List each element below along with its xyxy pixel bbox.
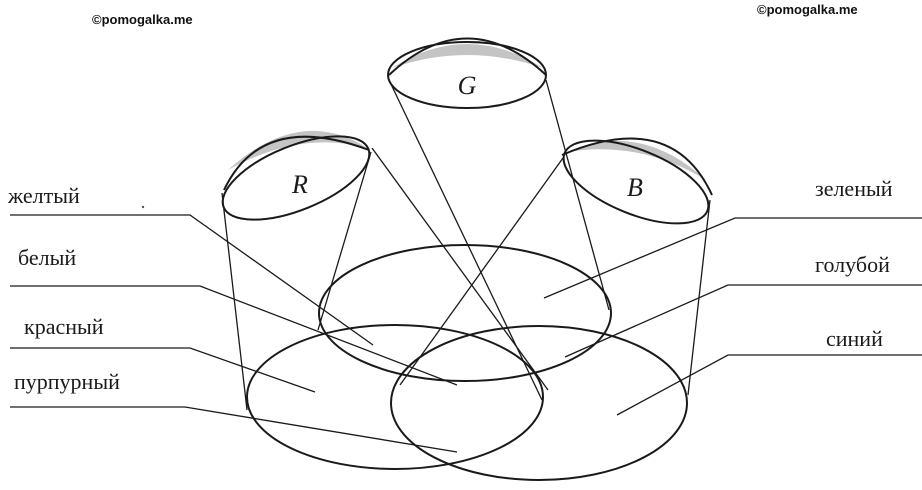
cone-r-right-edge bbox=[317, 151, 372, 331]
right-leaders bbox=[543, 217, 922, 416]
green-light-spot bbox=[318, 244, 612, 382]
leader-magenta bbox=[10, 406, 458, 453]
leader-blue bbox=[616, 354, 922, 416]
lamp-g-cap bbox=[392, 44, 543, 68]
leader-yellow bbox=[10, 214, 374, 346]
label-cyan: голубой bbox=[815, 252, 890, 277]
lamp-r: R bbox=[221, 130, 371, 221]
left-leaders bbox=[10, 214, 458, 453]
lamp-b-letter: B bbox=[627, 173, 643, 202]
lamp-r-letter: R bbox=[291, 170, 308, 199]
label-white: белый bbox=[18, 245, 76, 270]
label-blue: синий bbox=[826, 326, 883, 351]
red-light-spot bbox=[246, 324, 544, 470]
label-red: красный bbox=[24, 314, 104, 339]
label-green: зеленый bbox=[815, 176, 893, 201]
lamp-r-cap bbox=[228, 130, 367, 170]
lamp-g-letter: G bbox=[458, 71, 477, 100]
cone-r-left-edge bbox=[221, 192, 248, 411]
cone-g-right-edge bbox=[545, 79, 610, 311]
lamp-b: B bbox=[561, 137, 713, 225]
label-yellow: желтый bbox=[7, 183, 80, 208]
scan-dot bbox=[141, 205, 145, 209]
watermark-left: ©pomogalka.me bbox=[92, 12, 193, 27]
label-magenta: пурпурный bbox=[14, 369, 120, 394]
lamp-g-dome bbox=[388, 37, 547, 76]
cone-g-left-edge bbox=[388, 79, 543, 401]
watermark-right: ©pomogalka.me bbox=[757, 2, 858, 17]
cone-b-left-edge bbox=[399, 157, 564, 386]
cone-r-cross-edge bbox=[371, 147, 549, 391]
lamp-r-dome bbox=[223, 135, 370, 191]
light-cones bbox=[221, 79, 711, 411]
leader-green bbox=[543, 217, 922, 299]
leader-cyan bbox=[564, 284, 922, 358]
lamp-b-dome bbox=[561, 137, 713, 196]
blue-light-spot bbox=[390, 325, 688, 481]
leader-red bbox=[10, 347, 316, 393]
lamp-g: G bbox=[387, 37, 547, 109]
leader-white bbox=[10, 285, 458, 386]
